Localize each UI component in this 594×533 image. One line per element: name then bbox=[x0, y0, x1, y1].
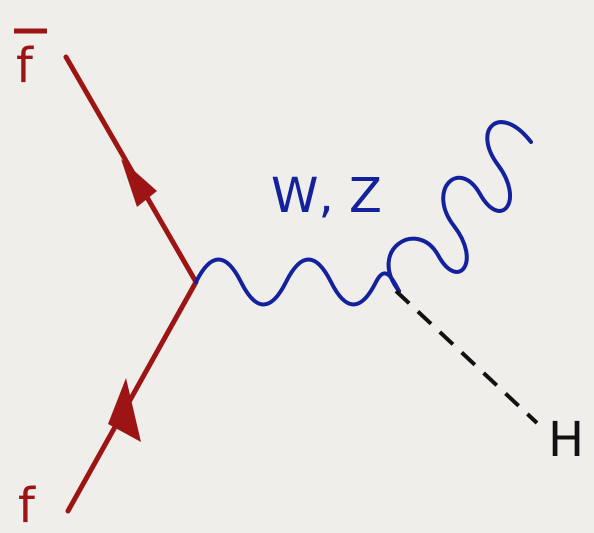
incoming-fermion-arrow bbox=[108, 378, 141, 442]
boson-label: W, Z bbox=[271, 168, 382, 224]
outgoing-boson-line bbox=[386, 120, 533, 293]
incoming-antifermion-arrow bbox=[121, 159, 157, 207]
fermion-label: f bbox=[18, 478, 36, 533]
antifermion-label: f bbox=[16, 38, 34, 94]
higgs-label: H bbox=[548, 412, 584, 468]
boson-propagator-line bbox=[194, 257, 401, 307]
higgs-dashed-line bbox=[394, 289, 539, 425]
incoming-fermion-line bbox=[65, 279, 199, 514]
